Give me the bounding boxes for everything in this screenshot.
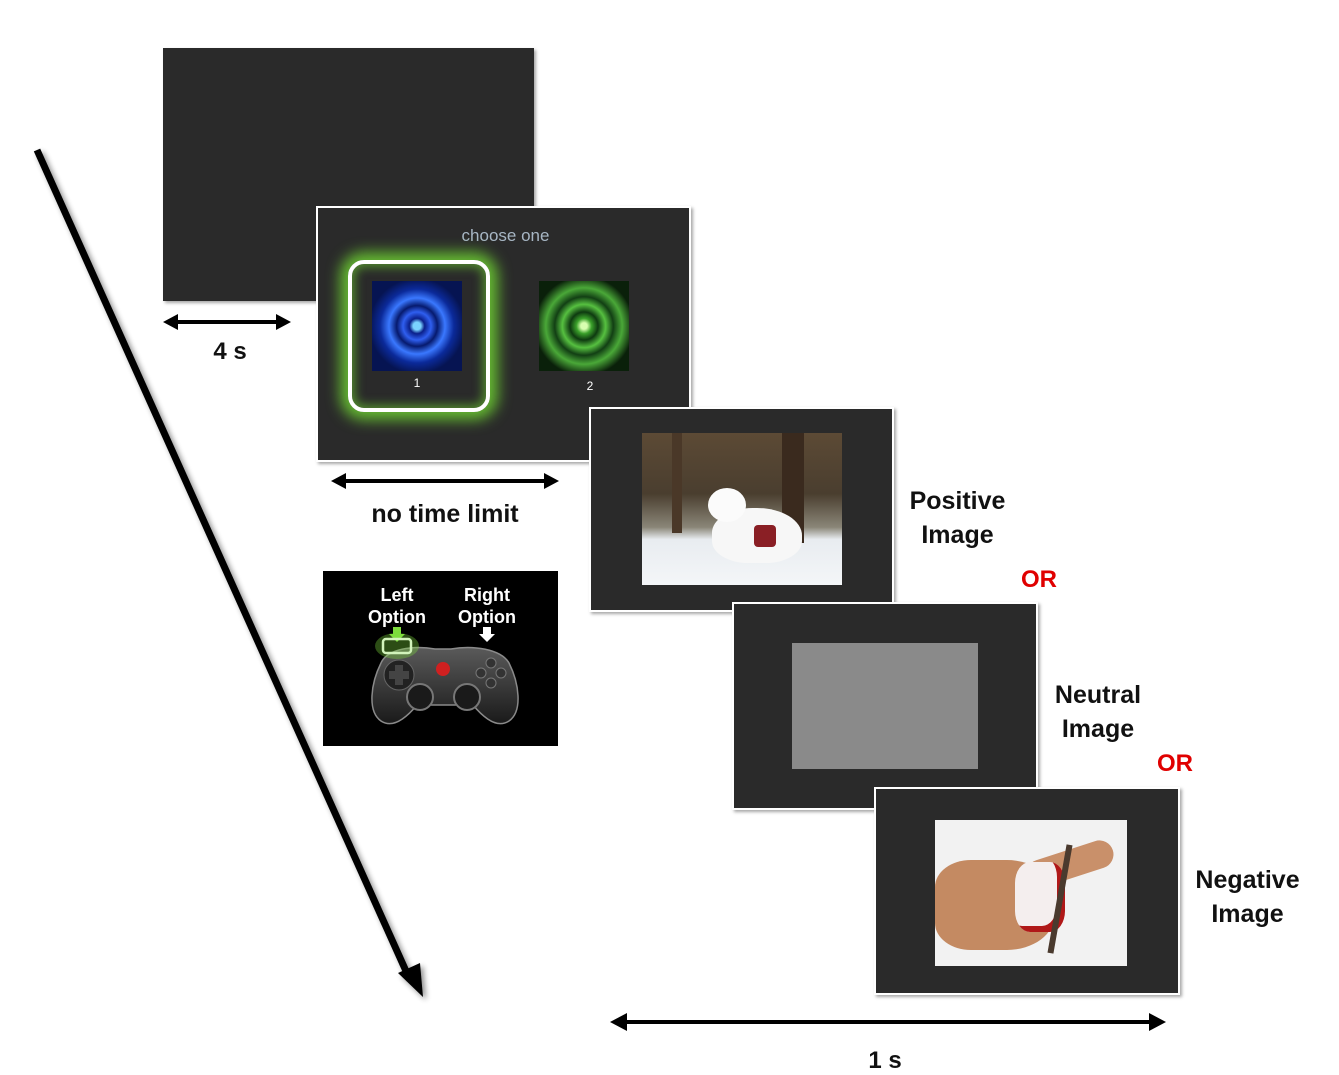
gamepad-icon — [371, 627, 519, 725]
left-option-label-line2: Option — [368, 607, 426, 627]
right-option-label: Right Option — [449, 584, 525, 628]
time-arrow — [33, 148, 423, 997]
choice-duration-arrow — [331, 473, 559, 489]
neutral-label-line1: Neutral — [1054, 681, 1142, 709]
left-option-label: Left Option — [359, 584, 435, 628]
neutral-label: Neutral Image — [1038, 678, 1158, 746]
right-option-label-line2: Option — [458, 607, 516, 627]
positive-label: Positive Image — [895, 484, 1020, 552]
or-label-1: OR — [1021, 566, 1057, 593]
selected-option-highlight — [348, 260, 490, 412]
fixation-duration-arrow — [163, 314, 291, 330]
positive-image — [642, 433, 842, 585]
choice-prompt: choose one — [461, 226, 550, 245]
image-duration-label: 1 s — [868, 1047, 902, 1074]
right-option-label-line1: Right — [464, 585, 510, 605]
left-bumper-highlight — [381, 637, 413, 655]
positive-image-screen — [589, 407, 894, 612]
negative-label-line2: Image — [1211, 900, 1284, 928]
neutral-image-screen — [732, 602, 1038, 810]
negative-image-screen — [874, 787, 1180, 995]
dog-head — [708, 488, 746, 522]
tree-trunk-2 — [672, 433, 682, 533]
neutral-label-line2: Image — [1061, 715, 1135, 743]
right-option-arrow — [479, 627, 495, 642]
option2-number: 2 — [586, 379, 594, 393]
choice-screen: choose one 1 2 — [316, 206, 691, 462]
image-duration-arrow — [610, 1013, 1166, 1031]
left-option-label-line1: Left — [380, 585, 414, 605]
option2-stimulus[interactable] — [539, 281, 629, 371]
positive-label-line1: Positive — [909, 487, 1006, 515]
negative-image — [935, 820, 1127, 966]
neutral-image — [792, 643, 978, 769]
controller-panel: Left Option Right Option — [323, 571, 558, 746]
positive-label-line2: Image — [921, 521, 994, 549]
dog-harness — [754, 525, 776, 547]
negative-label-line1: Negative — [1195, 866, 1300, 894]
option1-stimulus[interactable] — [372, 281, 462, 371]
negative-label: Negative Image — [1180, 863, 1315, 931]
fixation-duration-label: 4 s — [213, 338, 247, 365]
choice-duration-label: no time limit — [371, 500, 519, 528]
option1-number: 1 — [413, 376, 421, 390]
or-label-2: OR — [1157, 750, 1193, 777]
